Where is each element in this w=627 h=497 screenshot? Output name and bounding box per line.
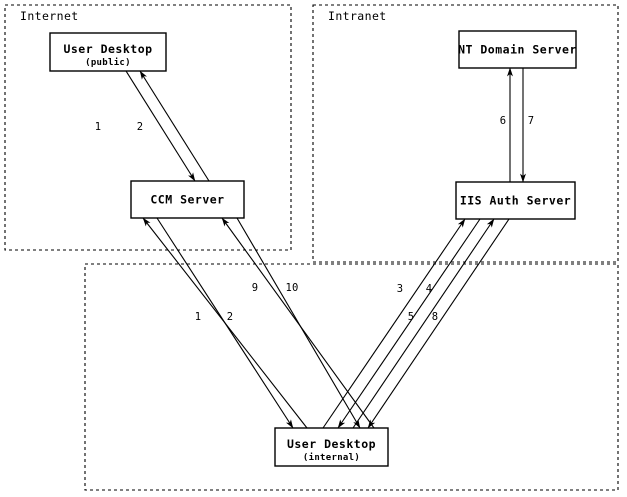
step-label-6-iis-auth-server-to-nt-domain-server: 6 xyxy=(500,115,507,127)
step-label-1-user-desktop-public-to-ccm-server: 1 xyxy=(95,121,102,133)
step-label-8-iis-auth-server-to-user-desktop-internal: 8 xyxy=(432,311,439,323)
node-box-ccm-server[interactable] xyxy=(130,180,245,219)
step-label-7-nt-domain-server-to-iis-auth-server: 7 xyxy=(528,115,535,127)
step-labels-layer: 1 2 1 2 9 10 3 4 5 8 6 7 xyxy=(95,115,535,323)
zone-label-internet: Internet xyxy=(20,9,79,23)
node-title-nt-domain-server: NT Domain Server xyxy=(458,43,577,57)
flow-arrow-iis-auth-server-to-user-desktop-internal-step-4 xyxy=(337,218,481,429)
flow-arrow-user-desktop-internal-to-ccm-server-step-2 xyxy=(142,217,308,429)
node-subtitle-user-desktop-public: (public) xyxy=(85,57,131,68)
zone-boundaries-layer xyxy=(4,4,619,491)
flow-arrows-layer xyxy=(125,67,526,429)
node-box-user-desktop-public[interactable] xyxy=(49,32,167,72)
step-label-9-ccm-server-to-user-desktop-internal: 9 xyxy=(252,282,259,294)
flow-arrow-iis-auth-server-to-user-desktop-internal-step-8 xyxy=(367,218,510,429)
step-label-2-user-desktop-internal-to-ccm-server: 2 xyxy=(227,311,234,323)
step-label-2-ccm-server-to-user-desktop-public: 2 xyxy=(137,121,144,133)
zone-labels-layer: Internet Intranet xyxy=(20,9,387,23)
step-label-5-user-desktop-internal-to-iis-auth-server: 5 xyxy=(408,311,415,323)
step-label-4-iis-auth-server-to-user-desktop-internal: 4 xyxy=(426,283,433,295)
step-label-1-ccm-server-to-user-desktop-internal: 1 xyxy=(195,311,202,323)
node-box-nt-domain-server[interactable] xyxy=(458,30,577,69)
node-iis-auth-server[interactable]: IIS Auth Server xyxy=(455,181,576,220)
zone-boundary-internet xyxy=(4,4,292,251)
flow-arrow-user-desktop-internal-to-ccm-server-step-10 xyxy=(221,217,375,429)
node-title-ccm-server: CCM Server xyxy=(150,193,224,207)
node-nt-domain-server[interactable]: NT Domain Server xyxy=(458,30,577,69)
node-user-desktop-internal[interactable]: User Desktop(internal) xyxy=(274,427,389,467)
node-title-iis-auth-server: IIS Auth Server xyxy=(460,194,571,208)
flow-arrow-ccm-server-to-user-desktop-public-step-2 xyxy=(139,70,210,182)
node-subtitle-user-desktop-internal: (internal) xyxy=(303,452,360,463)
node-box-user-desktop-internal[interactable] xyxy=(274,427,389,467)
flow-arrow-user-desktop-internal-to-iis-auth-server-step-3 xyxy=(322,218,466,429)
zone-label-intranet: Intranet xyxy=(328,9,387,23)
flow-arrow-user-desktop-public-to-ccm-server-step-1 xyxy=(125,70,196,182)
step-label-10-user-desktop-internal-to-ccm-server: 10 xyxy=(285,282,298,294)
node-ccm-server[interactable]: CCM Server xyxy=(130,180,245,219)
node-box-iis-auth-server[interactable] xyxy=(455,181,576,220)
step-label-3-user-desktop-internal-to-iis-auth-server: 3 xyxy=(397,283,404,295)
flow-arrow-user-desktop-internal-to-iis-auth-server-step-5 xyxy=(352,218,495,429)
node-user-desktop-public[interactable]: User Desktop(public) xyxy=(49,32,167,72)
node-title-user-desktop-public: User Desktop xyxy=(63,42,152,56)
node-title-user-desktop-internal: User Desktop xyxy=(287,437,376,451)
zone-boundary-internal-lan xyxy=(84,263,619,491)
